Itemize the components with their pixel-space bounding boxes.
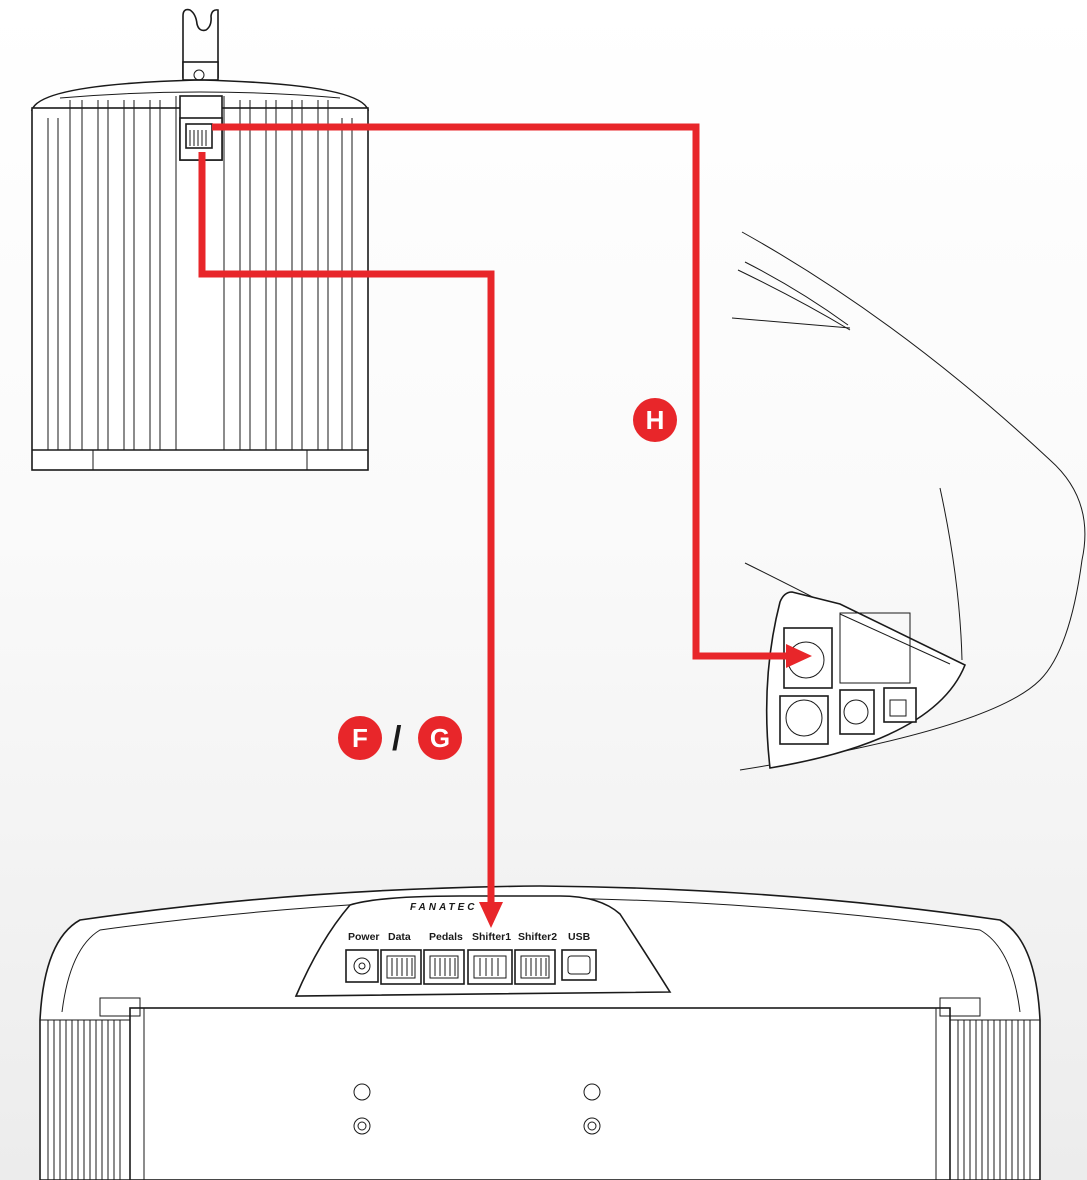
port-label-shifter1: Shifter1 [472,931,511,943]
svg-text:G: G [430,723,450,753]
badge-g: G [418,716,462,760]
port-label-pedals: Pedals [429,931,463,943]
wheel-base-side [731,231,1086,771]
port-label-data: Data [388,931,411,943]
brand-mark: FANATEC [410,902,477,913]
badge-h: H [633,398,677,442]
cable-f-g [198,152,503,928]
port-label-power: Power [348,931,380,943]
mount-hole [353,1083,371,1101]
usb-port[interactable] [561,949,597,981]
badge-f: F [338,716,382,760]
mount-hole [583,1083,601,1101]
power-port[interactable] [345,949,379,983]
port-label-shifter2: Shifter2 [518,931,557,943]
cable-h [212,123,812,668]
svg-text:F: F [352,723,368,753]
wheel-base-front: FANATEC Power Data Pedals Shifter1 Shift… [39,885,1041,1180]
badge-separator: / [392,720,402,758]
svg-text:H: H [646,405,665,435]
shifter1-port[interactable] [467,949,513,985]
port-label-usb: USB [568,931,591,943]
